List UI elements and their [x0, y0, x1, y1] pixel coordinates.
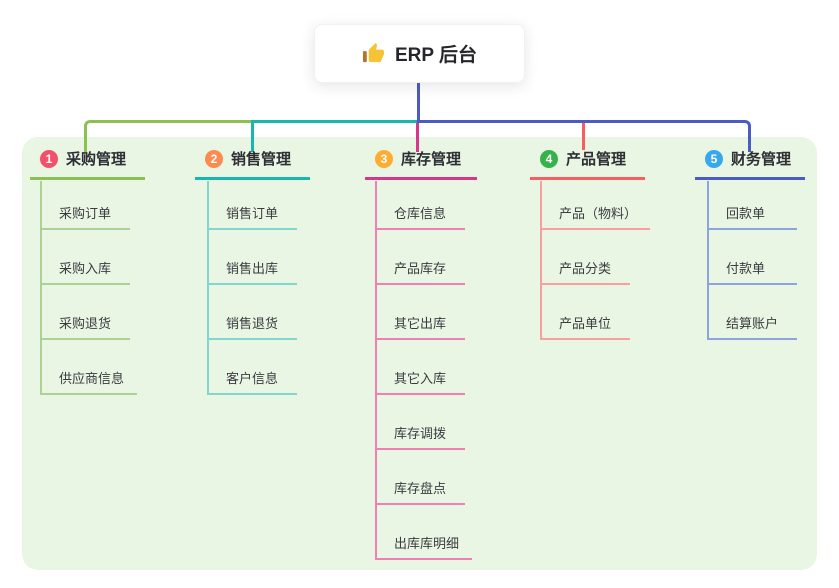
- root-title: ERP 后台: [394, 45, 477, 66]
- child-label: 其它出库: [394, 316, 447, 331]
- branch-children-3: 仓库信息产品库存其它出库其它入库库存调拨库存盘点出库库明细: [375, 181, 473, 560]
- child-node[interactable]: 供应商信息: [42, 340, 138, 395]
- child-node[interactable]: 销售退货: [209, 285, 297, 340]
- child-node[interactable]: 结算账户: [709, 285, 797, 340]
- child-label: 产品库存: [394, 261, 447, 276]
- child-node[interactable]: 其它入库: [377, 340, 465, 395]
- branch-children-5: 回款单付款单结算账户: [707, 181, 797, 340]
- child-label: 付款单: [726, 261, 766, 276]
- child-label: 其它入库: [394, 371, 447, 386]
- child-node[interactable]: 产品库存: [377, 230, 465, 285]
- child-node[interactable]: 库存调拨: [377, 395, 465, 450]
- child-node[interactable]: 付款单: [709, 230, 797, 285]
- child-node[interactable]: 采购退货: [42, 285, 130, 340]
- branch-label: 销售管理: [231, 151, 292, 168]
- connector-drop-product: [582, 123, 585, 150]
- connector-bus-left: [84, 120, 251, 152]
- child-node[interactable]: 采购入库: [42, 230, 130, 285]
- child-label: 采购入库: [59, 261, 112, 276]
- root-node[interactable]: ERP 后台: [314, 24, 525, 83]
- branch-node-5[interactable]: 5 财务管理: [695, 147, 805, 180]
- child-node[interactable]: 出库库明细: [377, 505, 473, 560]
- branch-label: 产品管理: [566, 151, 627, 168]
- child-label: 结算账户: [726, 316, 779, 331]
- connector-bus-middle: [251, 120, 417, 152]
- branch-label: 财务管理: [731, 151, 792, 168]
- child-label: 销售出库: [226, 261, 279, 276]
- child-label: 采购订单: [59, 206, 112, 221]
- thumbs-up-icon: [362, 42, 385, 65]
- child-node[interactable]: 产品单位: [542, 285, 630, 340]
- branch-node-3[interactable]: 3 库存管理: [365, 147, 477, 180]
- child-label: 仓库信息: [394, 206, 447, 221]
- branch-badge: 1: [40, 149, 58, 168]
- child-node[interactable]: 销售订单: [209, 181, 297, 230]
- branch-node-2[interactable]: 2 销售管理: [195, 147, 310, 180]
- branches-panel: [22, 137, 817, 570]
- connector-bus-right: [417, 120, 751, 152]
- child-node[interactable]: 回款单: [709, 181, 797, 230]
- child-label: 库存调拨: [394, 426, 447, 441]
- child-label: 产品单位: [559, 316, 612, 331]
- branch-children-1: 采购订单采购入库采购退货供应商信息: [40, 181, 138, 395]
- child-node[interactable]: 客户信息: [209, 340, 297, 395]
- child-node[interactable]: 采购订单: [42, 181, 130, 230]
- child-label: 产品分类: [559, 261, 612, 276]
- child-label: 库存盘点: [394, 481, 447, 496]
- child-node[interactable]: 销售出库: [209, 230, 297, 285]
- child-label: 供应商信息: [59, 371, 125, 386]
- branch-children-4: 产品（物料） 产品分类产品单位: [540, 181, 651, 340]
- branch-badge: 4: [540, 149, 558, 168]
- child-node[interactable]: 产品分类: [542, 230, 630, 285]
- child-label: 销售退货: [226, 316, 279, 331]
- child-node[interactable]: 库存盘点: [377, 450, 465, 505]
- branch-badge: 3: [375, 149, 393, 168]
- child-label: 采购退货: [59, 316, 112, 331]
- branch-node-1[interactable]: 1 采购管理: [30, 147, 145, 180]
- child-node[interactable]: 其它出库: [377, 285, 465, 340]
- child-label: 回款单: [726, 206, 766, 221]
- child-node[interactable]: 产品（物料）: [542, 181, 651, 230]
- child-node[interactable]: 仓库信息: [377, 181, 465, 230]
- branch-label: 采购管理: [66, 151, 127, 168]
- connector-drop-inventory: [416, 123, 419, 152]
- branch-badge: 5: [705, 149, 723, 168]
- child-label: 客户信息: [226, 371, 279, 386]
- child-label: 销售订单: [226, 206, 279, 221]
- branch-label: 库存管理: [401, 151, 462, 168]
- child-label: 出库库明细: [394, 536, 460, 551]
- branch-node-4[interactable]: 4 产品管理: [530, 147, 645, 180]
- branch-badge: 2: [205, 149, 223, 168]
- child-label: 产品（物料）: [559, 206, 638, 221]
- connector-root-line: [417, 81, 420, 121]
- branch-children-2: 销售订单销售出库销售退货客户信息: [207, 181, 297, 395]
